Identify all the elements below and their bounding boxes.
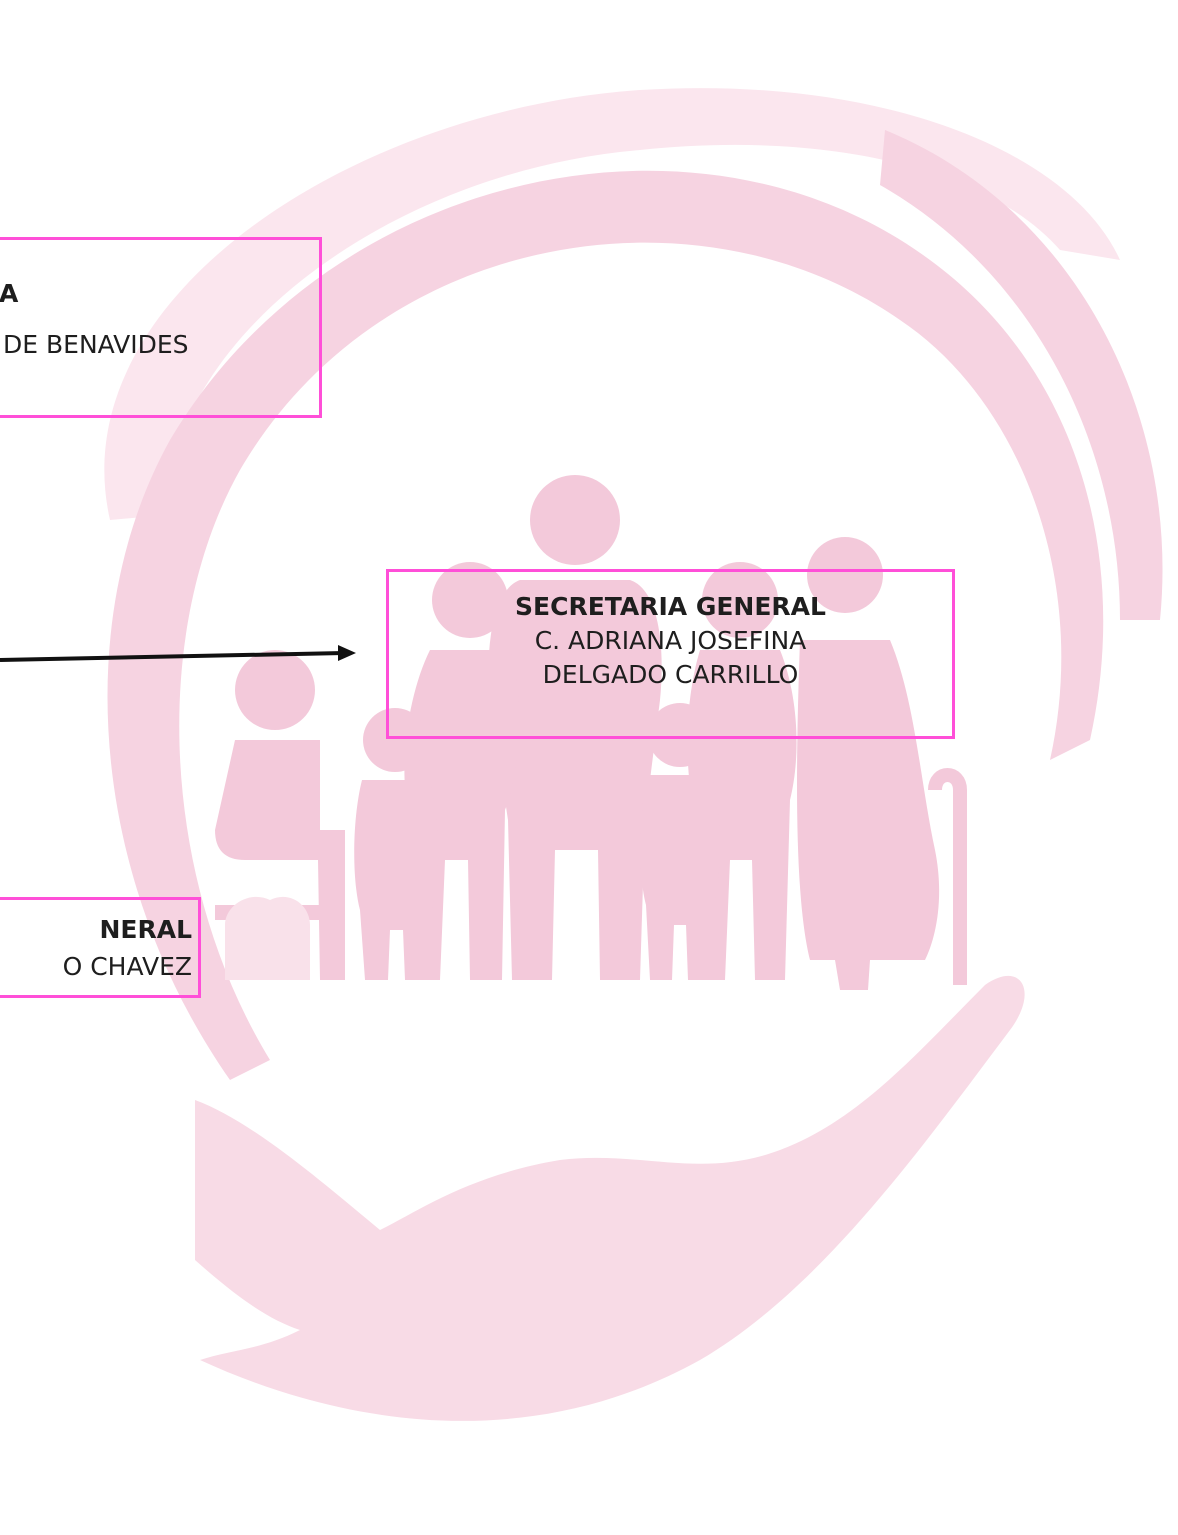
wheelchair-icon: [215, 650, 345, 980]
org-box-bottom: NERAL O CHAVEZ: [0, 897, 201, 998]
secretaria-general-title: SECRETARIA GENERAL: [515, 592, 826, 621]
cane-icon: [928, 768, 967, 985]
org-box-bottom-name: O CHAVEZ: [62, 952, 192, 981]
hand-icon: [195, 975, 1025, 1421]
org-box-secretaria-general: SECRETARIA GENERAL C. ADRIANA JOSEFINA D…: [386, 569, 955, 739]
family-silhouette-icon: [354, 475, 940, 990]
org-box-top-name: DE BENAVIDES: [3, 330, 189, 359]
org-box-top-title: A: [0, 279, 19, 308]
secretaria-general-name-line2: DELGADO CARRILLO: [542, 660, 799, 689]
circular-swoosh-logo: [104, 88, 1163, 1080]
secretaria-general-name-line1: C. ADRIANA JOSEFINA: [534, 626, 807, 655]
org-box-top: A DE BENAVIDES: [0, 237, 322, 418]
org-box-bottom-title: NERAL: [99, 915, 192, 944]
connector-line: [0, 651, 345, 662]
arrowhead-icon: [338, 645, 356, 661]
